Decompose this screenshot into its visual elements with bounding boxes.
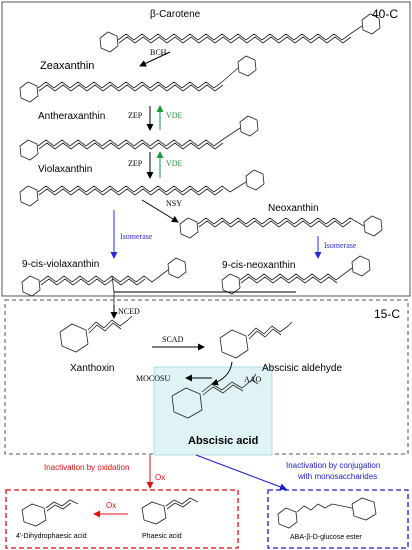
stage-40c-label: 40-C [372, 7, 399, 21]
conjugation-pathway-label-line1: Inactivation by conjugation [286, 461, 381, 470]
xanthoxin-label: Xanthoxin [70, 363, 115, 374]
phaseic-acid-label: Phaesic acid [142, 533, 182, 540]
aao-enzyme-label: AAO [244, 375, 262, 384]
zeaxanthin-label: Zeaxanthin [40, 60, 95, 72]
bch-arrow [139, 51, 171, 67]
phaseic-acid-structure [141, 497, 199, 525]
beta-carotene-label: β-Carotene [150, 9, 201, 20]
aba-glucose-ester-structure [277, 497, 377, 529]
oxidation-pathway-label: Inactivation by oxidation [44, 463, 130, 472]
conjugation-box [267, 489, 409, 549]
stage-15c-label: 15-C [374, 307, 401, 321]
zeaxanthin-structure [19, 55, 257, 103]
antheraxanthin-label: Antheraxanthin [38, 111, 106, 122]
neoxanthin-label: Neoxanthin [268, 203, 319, 214]
aao-arrow [211, 361, 233, 386]
antheraxanthin-structure [19, 115, 259, 161]
beta-carotene-structure [99, 13, 381, 53]
zep-1-enzyme-label: ZEP [128, 111, 143, 120]
nced-enzyme-label: NCED [118, 307, 140, 316]
abscisic-acid-structure [171, 373, 259, 419]
violaxanthin-structure [19, 169, 265, 207]
abscisic-aldehyde-structure [219, 321, 293, 359]
neoxanthin-structure [179, 215, 383, 239]
xanthoxin-structure [59, 315, 133, 353]
aba-glucose-ester-label: ABA-β-D-glucose ester [290, 534, 362, 541]
ox-1-enzyme-label: Ox [155, 473, 166, 482]
scad-enzyme-label: SCAD [162, 335, 184, 344]
mocosu-enzyme-label: MOCOSU [136, 374, 171, 383]
isomerase-2-enzyme-label: Isomerase [324, 241, 357, 250]
oxidation-box [5, 489, 239, 549]
cis-violaxanthin-label: 9-cis-violaxanthin [22, 259, 100, 270]
zep-2-enzyme-label: ZEP [128, 159, 143, 168]
vde-1-enzyme-label: VDE [166, 111, 183, 120]
ox-2-enzyme-label: Ox [106, 501, 117, 510]
isomerase-1-enzyme-label: Isomerase [120, 232, 153, 241]
dihydrophaseic-acid-structure [21, 499, 79, 527]
abscisic-acid-label: Abscisic acid [188, 435, 259, 447]
nsy-enzyme-label: NSY [166, 199, 183, 208]
conjugation-pathway-label-line2: with monosaccharides [298, 472, 378, 481]
nsy-arrow [141, 199, 179, 223]
cis-neoxanthin-structure [221, 255, 371, 295]
conjugation-arrow [195, 454, 287, 491]
stage-40c-box [1, 1, 411, 297]
violaxanthin-label: Violaxanthin [38, 164, 93, 175]
abscisic-aldehyde-label: Abscisic aldehyde [262, 363, 343, 374]
bch-enzyme-label: BCH [150, 48, 167, 57]
vde-2-enzyme-label: VDE [166, 159, 183, 168]
dihydrophaseic-acid-label: 4'-Dihydrophaesic acid [16, 533, 87, 540]
cis-neoxanthin-label: 9-cis-neoxanthin [222, 260, 296, 271]
